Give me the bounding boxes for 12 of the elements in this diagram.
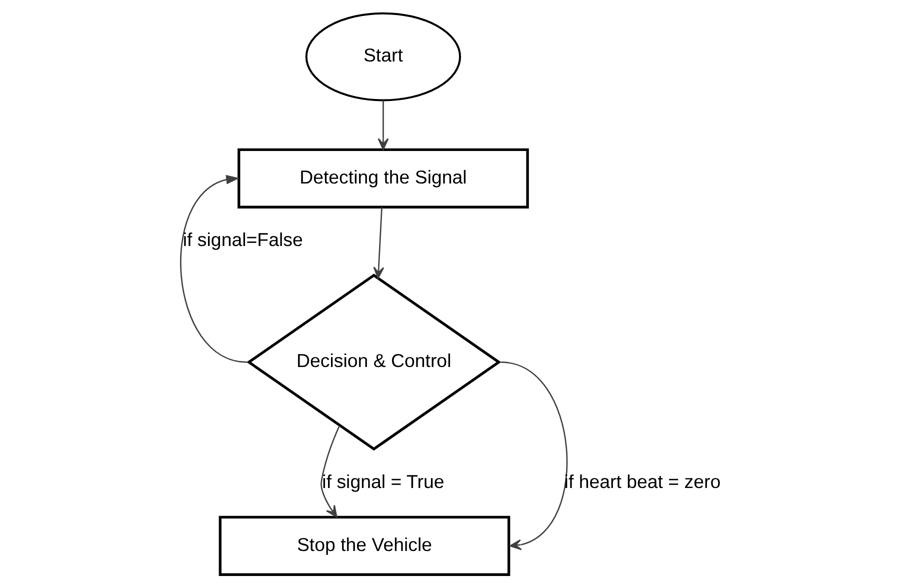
edge-label: if signal=False — [182, 229, 302, 250]
node-diamond: Decision & Control — [246, 274, 501, 451]
arrow — [500, 362, 567, 550]
arrow — [180, 174, 247, 363]
edge-label: if signal = True — [322, 471, 444, 492]
arrow — [372, 207, 384, 279]
node-box: Detecting the Signal — [237, 148, 528, 208]
arrow — [377, 100, 388, 150]
edge-label: if heart beat = zero — [564, 471, 720, 492]
arrow — [320, 425, 340, 518]
node-ellipse: Start — [304, 12, 461, 102]
node-box: Stop the Vehicle — [218, 516, 510, 576]
